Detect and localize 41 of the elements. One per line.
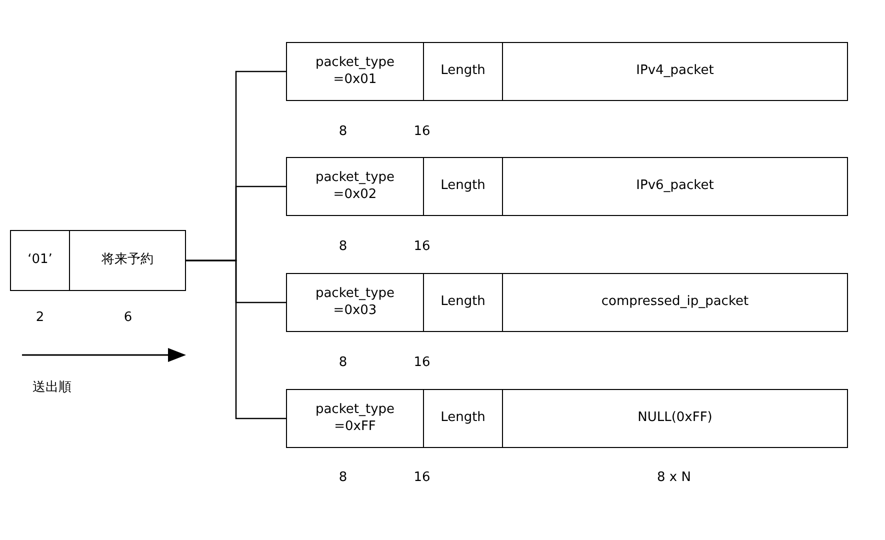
- bit-width: 8: [338, 239, 348, 254]
- field-name: packet_type =0x02: [314, 170, 396, 203]
- field-cell: [10, 230, 70, 291]
- field-cell: [286, 42, 424, 101]
- bit-width: 8: [338, 124, 348, 139]
- field-name: ‘01’: [28, 252, 52, 269]
- field-name: IPv4_packet: [636, 63, 714, 80]
- field-name: Length: [440, 294, 486, 311]
- field-cell: [423, 389, 503, 448]
- field-cell: [423, 157, 503, 216]
- field-name: NULL(0xFF): [638, 410, 712, 427]
- field-cell: [423, 273, 503, 332]
- field-cell: [286, 273, 424, 332]
- bit-width: 16: [414, 239, 430, 254]
- field-name: Length: [440, 178, 486, 195]
- field-cell: [502, 389, 848, 448]
- bit-width: 8 x N: [657, 470, 691, 485]
- field-name: packet_type =0x03: [314, 286, 396, 319]
- field-cell: [502, 273, 848, 332]
- bit-width: 6: [124, 310, 132, 325]
- field-name: compressed_ip_packet: [601, 294, 749, 311]
- bit-width: 8: [338, 470, 348, 485]
- direction-label: 送出順: [32, 379, 72, 396]
- field-name: Length: [440, 63, 486, 80]
- bit-width: 16: [414, 355, 430, 370]
- field-name: packet_type =0x01: [314, 55, 396, 88]
- field-cell: [69, 230, 186, 291]
- field-cell: [502, 157, 848, 216]
- field-name: packet_type =0xFF: [314, 402, 396, 435]
- field-name: Length: [440, 410, 486, 427]
- bit-width: 2: [36, 310, 44, 325]
- field-cell: [286, 389, 424, 448]
- bit-width: 16: [414, 470, 430, 485]
- field-cell: [502, 42, 848, 101]
- field-cell: [423, 42, 503, 101]
- bit-width: 8: [338, 355, 348, 370]
- field-name: IPv6_packet: [636, 178, 714, 195]
- field-cell: [286, 157, 424, 216]
- bit-width: 16: [414, 124, 430, 139]
- field-name: 将来予約: [102, 252, 154, 269]
- connector-line: [186, 260, 286, 420]
